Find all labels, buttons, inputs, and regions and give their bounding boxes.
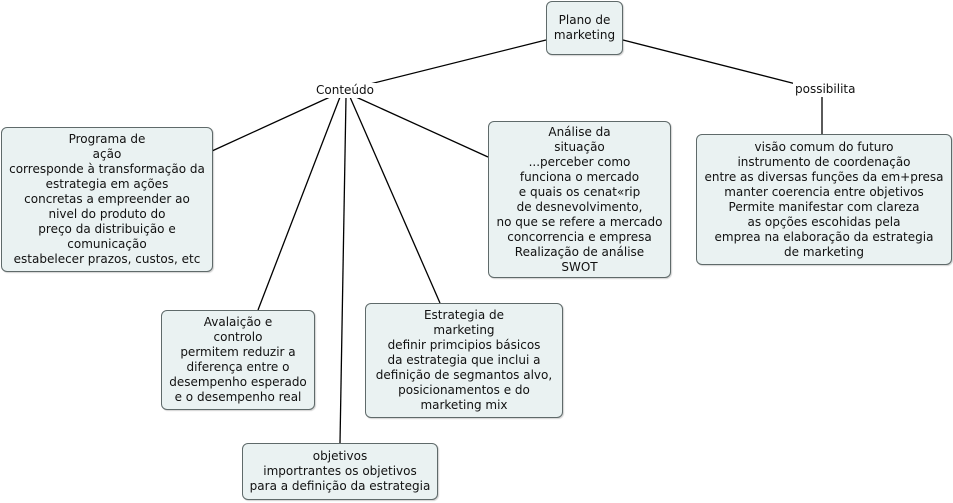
node-objetivos[interactable]: objetivos importrantes os objetivos para… [242,443,438,500]
link-conteudo-analise [355,96,489,158]
link-plano-possibilita [622,39,797,85]
node-estrategia-de-marketing[interactable]: Estrategia de marketing definir primcipi… [365,303,563,418]
node-programa-de-acao-text: Programa de ação corresponde à transform… [9,132,205,266]
node-objetivos-text: objetivos importrantes os objetivos para… [249,449,431,493]
node-analise-da-situacao-text: Análise da situação ...perceber como fun… [496,124,663,274]
link-conteudo-programa [211,96,331,152]
node-plano-de-marketing-text: Plano de marketing [553,13,616,42]
node-avaliacao-e-controlo[interactable]: Avalaição e controlo permitem reduzir a … [161,310,315,410]
node-plano-de-marketing[interactable]: Plano de marketing [546,1,623,55]
node-estrategia-de-marketing-text: Estrategia de marketing definir primcipi… [375,308,553,412]
node-analise-da-situacao[interactable]: Análise da situação ...perceber como fun… [488,121,671,278]
link-conteudo-avaliacao [257,96,341,311]
link-conteudo-estrategia [349,96,441,304]
node-programa-de-acao[interactable]: Programa de ação corresponde à transform… [1,127,213,272]
label-conteudo: Conteúdo [314,83,376,98]
link-plano-conteudo [369,39,547,85]
link-conteudo-objetivos [339,96,347,444]
node-visao-comum-text: visão comum do futuro instrumento de coo… [704,139,944,259]
node-avaliacao-e-controlo-text: Avalaição e controlo permitem reduzir a … [169,315,307,404]
node-visao-comum[interactable]: visão comum do futuro instrumento de coo… [696,134,952,265]
label-possibilita: possibilita [793,82,858,97]
